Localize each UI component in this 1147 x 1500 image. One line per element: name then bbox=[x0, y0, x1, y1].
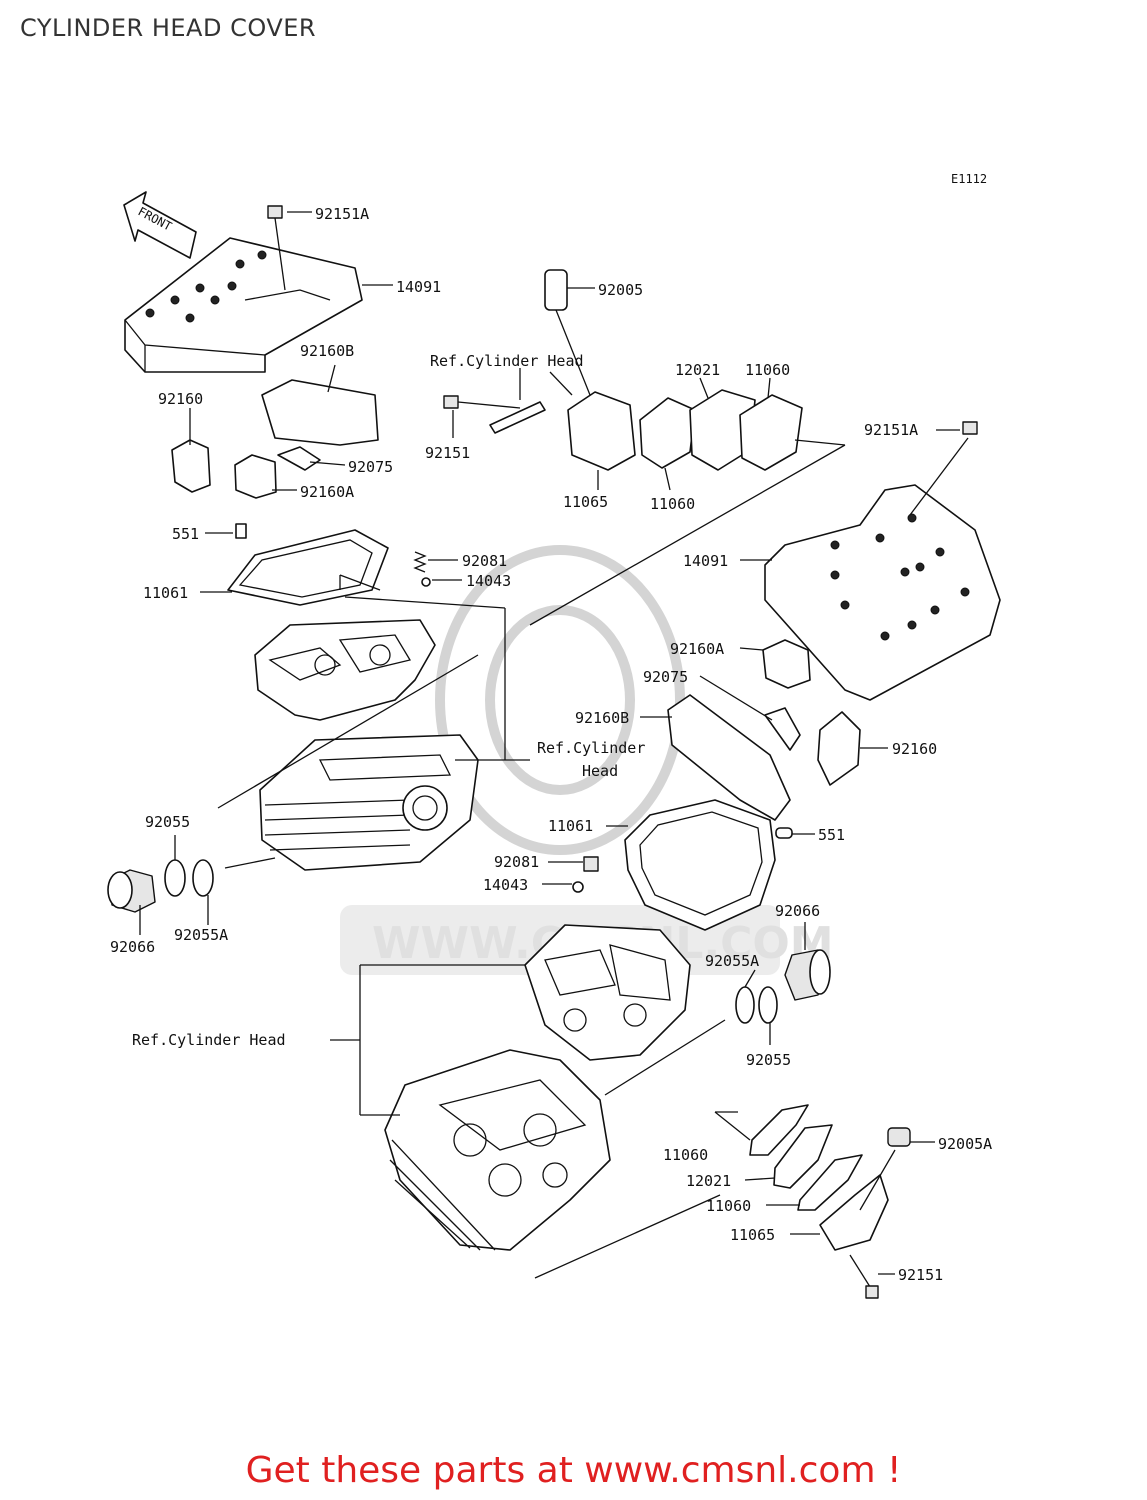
spring-92081-top bbox=[413, 551, 427, 573]
oring-92055-left bbox=[164, 859, 186, 897]
block-92160A-top bbox=[234, 454, 277, 499]
label-92005A: 92005A bbox=[938, 1135, 992, 1153]
label-14091-right: 14091 bbox=[683, 552, 728, 570]
bolt-92151A-right bbox=[962, 421, 978, 435]
plug-92066-right bbox=[784, 949, 831, 1001]
gasket-11060-top-r bbox=[739, 394, 803, 471]
gasket-11060-top-b bbox=[639, 397, 696, 469]
label-11065-top: 11065 bbox=[563, 493, 608, 511]
label-92160A-top: 92160A bbox=[300, 483, 354, 501]
clip-92075-mid bbox=[764, 707, 801, 751]
head-cover-lower bbox=[524, 924, 691, 1061]
gasket-11061-top bbox=[227, 529, 389, 606]
clamp-92160-mid bbox=[817, 711, 861, 786]
clip-92075-top bbox=[277, 446, 321, 471]
callout-labels: 92151A 14091 92005 Ref.Cylinder Head 921… bbox=[110, 205, 992, 1284]
label-92160-mid: 92160 bbox=[892, 740, 937, 758]
ref-cylinder-head-3: Ref.Cylinder Head bbox=[132, 1031, 286, 1049]
bolt-92151-top bbox=[443, 395, 546, 434]
label-11060-bottom-2: 11060 bbox=[706, 1197, 751, 1215]
label-92151-bottom: 92151 bbox=[898, 1266, 943, 1284]
label-92151A-right: 92151A bbox=[864, 421, 918, 439]
gasket-11060-bottom-2 bbox=[797, 1154, 863, 1211]
front-arrow: FRONT bbox=[123, 191, 197, 259]
label-551-mid: 551 bbox=[818, 826, 845, 844]
plug-551-mid bbox=[775, 827, 793, 839]
label-14043-top: 14043 bbox=[466, 572, 511, 590]
ring-14043-mid bbox=[572, 881, 584, 893]
housing-11065-top bbox=[567, 391, 636, 471]
head-cover-upper bbox=[254, 619, 436, 721]
cover-14091-right bbox=[764, 484, 1001, 701]
ref-cylinder-head-1: Ref.Cylinder Head bbox=[430, 352, 584, 370]
label-92055A-right: 92055A bbox=[705, 952, 759, 970]
clamp-92160-top bbox=[171, 439, 211, 493]
label-92055A-left: 92055A bbox=[174, 926, 228, 944]
cover-14091-top bbox=[124, 237, 363, 373]
label-92151A-top: 92151A bbox=[315, 205, 369, 223]
leader-lines bbox=[139, 211, 960, 1275]
label-92160-top: 92160 bbox=[158, 390, 203, 408]
label-92066-right: 92066 bbox=[775, 902, 820, 920]
plug-92066-left bbox=[107, 869, 156, 913]
label-92055-right: 92055 bbox=[746, 1051, 791, 1069]
plug-551-top bbox=[235, 523, 247, 539]
cylinder-head-1 bbox=[259, 734, 479, 871]
cap-92005 bbox=[544, 269, 568, 311]
block-92160A-mid bbox=[762, 639, 811, 689]
label-92160B-top: 92160B bbox=[300, 342, 354, 360]
cap-92005A bbox=[887, 1127, 911, 1147]
label-92160A-mid: 92160A bbox=[670, 640, 724, 658]
bracket-92160B-top bbox=[261, 379, 379, 446]
figure-code: E1112 bbox=[951, 172, 987, 186]
label-92151-top: 92151 bbox=[425, 444, 470, 462]
oring-92055A-right bbox=[735, 986, 755, 1024]
label-11060-top-r: 11060 bbox=[745, 361, 790, 379]
label-92075-mid: 92075 bbox=[643, 668, 688, 686]
label-92081-top: 92081 bbox=[462, 552, 507, 570]
reference-lines bbox=[217, 439, 846, 1279]
label-11060-bottom-1: 11060 bbox=[663, 1146, 708, 1164]
label-12021-top: 12021 bbox=[675, 361, 720, 379]
footer-link[interactable]: Get these parts at www.cmsnl.com ! bbox=[245, 1450, 902, 1491]
label-92055-left: 92055 bbox=[145, 813, 190, 831]
label-11065-bottom: 11065 bbox=[730, 1226, 775, 1244]
bracket-92160B-mid bbox=[667, 694, 791, 821]
label-92005: 92005 bbox=[598, 281, 643, 299]
housing-11065-bottom bbox=[819, 1174, 889, 1251]
page-title: CYLINDER HEAD COVER bbox=[20, 14, 317, 42]
cylinder-head-2 bbox=[384, 1049, 611, 1251]
spring-92081-mid bbox=[583, 856, 599, 872]
oring-92055A-left bbox=[192, 859, 214, 897]
bolt-92151A-top bbox=[267, 205, 283, 219]
plate-12021-bottom bbox=[773, 1124, 833, 1189]
label-92066-left: 92066 bbox=[110, 938, 155, 956]
label-92081-mid: 92081 bbox=[494, 853, 539, 871]
label-11061-mid: 11061 bbox=[548, 817, 593, 835]
label-14043-mid: 14043 bbox=[483, 876, 528, 894]
label-12021-bottom: 12021 bbox=[686, 1172, 731, 1190]
label-11061-top: 11061 bbox=[143, 584, 188, 602]
gasket-11061-mid bbox=[624, 799, 776, 931]
label-551-top: 551 bbox=[172, 525, 199, 543]
ring-14043-top bbox=[421, 577, 431, 587]
oring-92055-right bbox=[758, 986, 778, 1024]
ref-cylinder-head-2a: Ref.Cylinder bbox=[537, 739, 645, 757]
label-92075-top: 92075 bbox=[348, 458, 393, 476]
label-14091-top: 14091 bbox=[396, 278, 441, 296]
ref-cylinder-head-2b: Head bbox=[582, 762, 618, 780]
label-92160B-mid: 92160B bbox=[575, 709, 629, 727]
label-11060-top-b: 11060 bbox=[650, 495, 695, 513]
gasket-11060-bottom-1 bbox=[749, 1104, 809, 1156]
bolt-92151-bottom bbox=[849, 1254, 879, 1299]
